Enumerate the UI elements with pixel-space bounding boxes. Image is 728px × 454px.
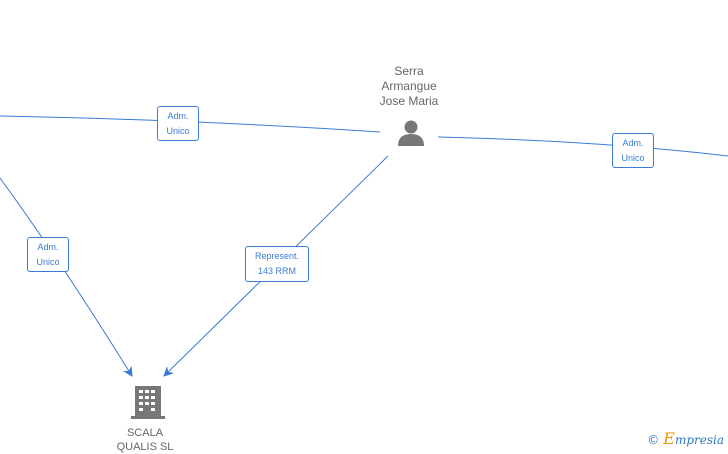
building-icon[interactable] [131,386,165,419]
empresia-logo-text: mpresia [674,433,724,447]
edge-left-to-company [0,177,133,377]
edge-label-line: Adm. [37,242,59,252]
person-name-line: Serra [394,64,424,78]
empresia-logo-initial: E [663,429,675,448]
edge-label-adm-unico-right[interactable]: Adm. Unico [612,133,654,168]
empresia-watermark: ©Empresia [647,429,724,448]
edge-label-represent[interactable]: Represent. 143 RRM [245,246,309,282]
person-name[interactable]: Serra Armangue Jose Maria [358,64,460,109]
edge-label-line: Unico [621,153,645,163]
edge-label-adm-unico-top-left[interactable]: Adm. Unico [157,106,199,141]
company-name-line: SCALA [126,427,164,439]
edge-label-adm-unico-left[interactable]: Adm. Unico [27,237,69,272]
person-name-line: Armangue [381,79,437,93]
person-name-line: Jose Maria [379,94,439,108]
edge-label-line: Adm. [167,111,189,121]
edge-right [437,136,728,157]
edge-label-line: Unico [166,126,190,136]
person-icon[interactable] [398,120,424,147]
edge-label-line: 143 RRM [257,266,296,276]
edge-label-line: Represent. [254,251,300,261]
copyright-symbol: © [647,433,660,447]
edge-label-line: Unico [36,257,60,267]
company-name-line: QUALIS SL [116,441,174,453]
edge-label-line: Adm. [622,138,644,148]
